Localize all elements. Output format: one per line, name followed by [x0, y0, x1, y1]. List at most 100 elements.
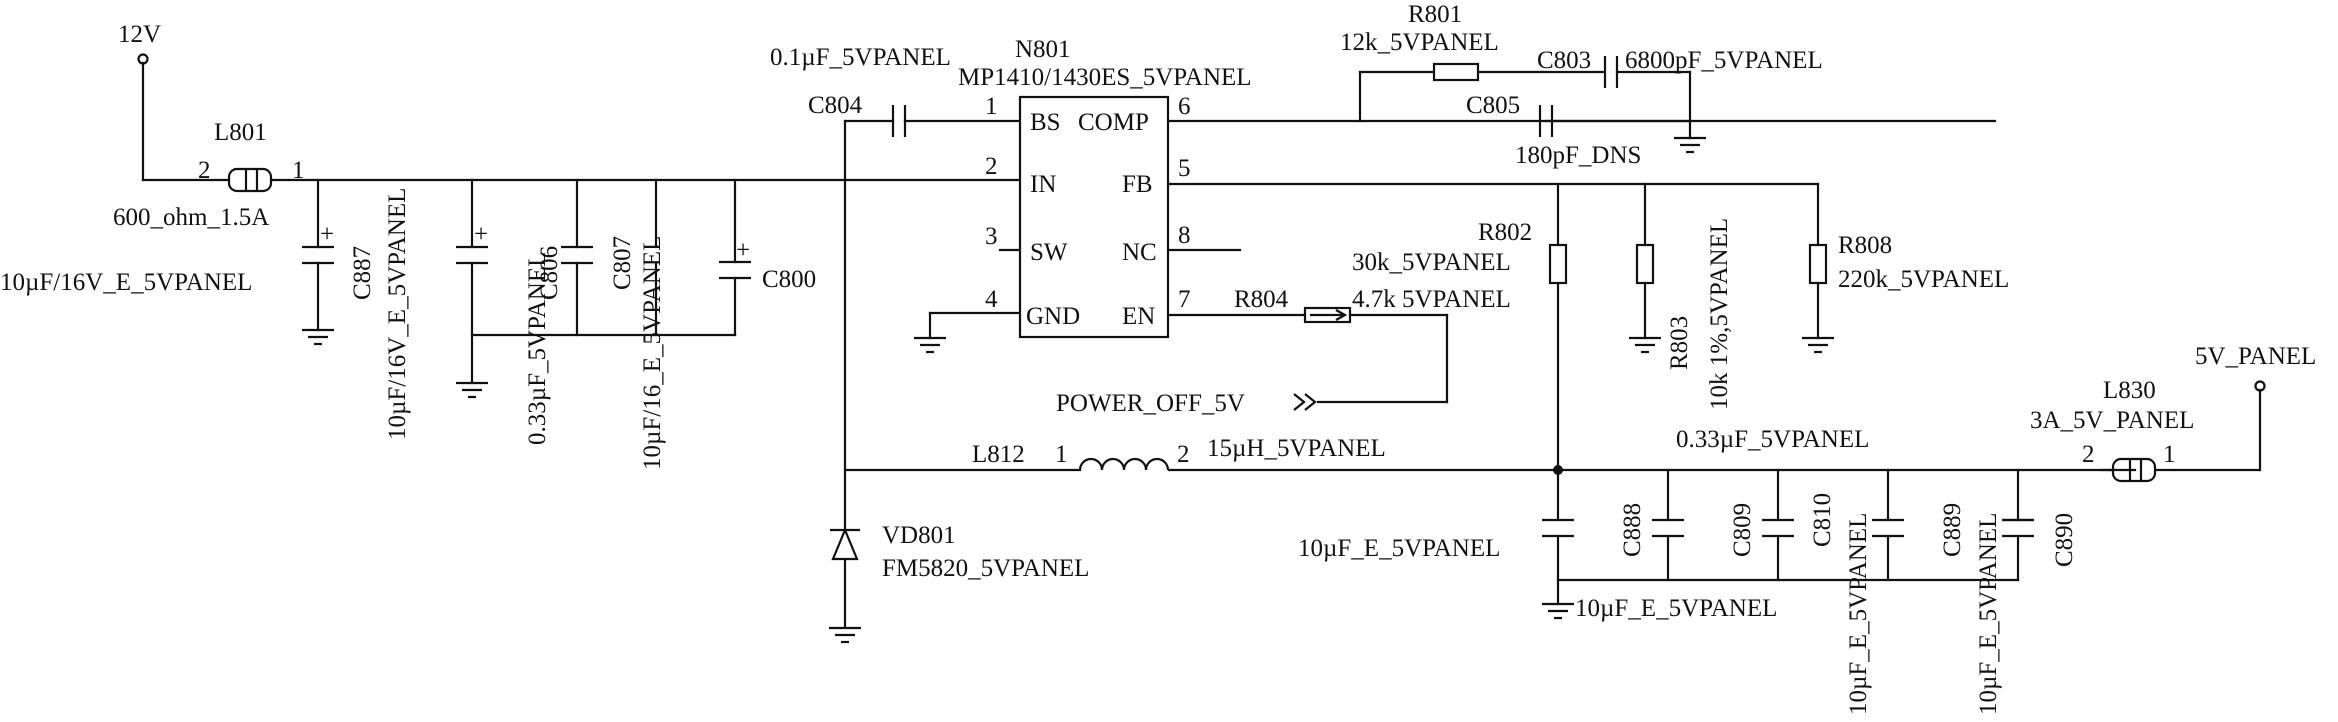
- pin-number-5: 5: [1178, 155, 1191, 182]
- resistor-r804: R804 4.7k 5VPANEL: [1234, 286, 1511, 324]
- r802-value: 30k_5VPANEL: [1352, 249, 1511, 276]
- l801-value: 600_ohm_1.5A: [113, 204, 269, 231]
- net-label-5v-panel: 5V_PANEL: [2195, 343, 2316, 370]
- l801-pin-2: 2: [198, 157, 211, 184]
- pin-number-2: 2: [985, 153, 998, 180]
- capacitor-c804: C804 0.1µF_5VPANEL: [770, 44, 951, 137]
- c888-value-rotated: 10µF_E_5VPANEL: [1845, 513, 1872, 715]
- l812-value: 15µH_5VPANEL: [1207, 435, 1386, 462]
- net-label-power-off: POWER_OFF_5V: [1056, 390, 1245, 417]
- c809-ref: C809: [1729, 503, 1756, 557]
- r801-ref: R801: [1408, 1, 1462, 28]
- pin-name-sw: SW: [1030, 239, 1068, 266]
- capacitor-c800: + C800: [719, 237, 816, 293]
- ground-icon: [302, 328, 334, 346]
- net-label-12v: 12V: [118, 21, 161, 48]
- capacitor-c890: C890: [2002, 513, 2078, 567]
- capacitor-c809: C809 10µF_E_5VPANEL: [1575, 503, 1794, 622]
- capacitor-c887: + 10µF/16V_E_5VPANEL C887 10µF/16V_E_5VP…: [0, 188, 411, 440]
- ic-ref: N801: [1015, 36, 1071, 63]
- c888-value-left: 10µF_E_5VPANEL: [1298, 535, 1500, 562]
- junction-dots: [1553, 465, 1563, 475]
- c803-ref: C803: [1537, 47, 1591, 74]
- c888-ref: C888: [1619, 503, 1646, 557]
- c887-value-left: 10µF/16V_E_5VPANEL: [0, 269, 252, 296]
- r808-ref: R808: [1838, 232, 1892, 259]
- c804-value: 0.1µF_5VPANEL: [770, 44, 951, 71]
- l812-pin-1: 1: [1055, 441, 1068, 468]
- ground-icon: [1542, 602, 1574, 620]
- pin-name-fb: FB: [1122, 171, 1153, 198]
- vd801-value: FM5820_5VPANEL: [882, 555, 1089, 582]
- c887-value-rotated: 10µF/16V_E_5VPANEL: [384, 188, 411, 440]
- c804-ref: C804: [808, 92, 863, 119]
- svg-text:+: +: [320, 221, 334, 248]
- capacitor-c806: + C806 0.33µF_5VPANEL: [456, 221, 563, 445]
- ferrite-l801: L801 2 1 600_ohm_1.5A: [113, 119, 305, 231]
- c889-ref: C889: [1939, 503, 1966, 557]
- ground-icon: [456, 381, 488, 399]
- c807-ref: C807: [609, 236, 636, 290]
- capacitor-c889: C889 10µF_E_5VPANEL: [1939, 503, 2034, 715]
- capacitor-c807: C807 10µF/16_E_5VPANEL: [561, 236, 666, 470]
- resistor-r801: R801 12k_5VPANEL: [1340, 1, 1499, 82]
- r803-ref: R803: [1666, 316, 1693, 370]
- pin-name-nc: NC: [1122, 239, 1157, 266]
- capacitor-c810: C810 0.33µF_5VPANEL 10µF_E_5VPANEL: [1676, 426, 1904, 715]
- c887-ref: C887: [349, 246, 376, 300]
- pin-number-4: 4: [985, 286, 998, 313]
- r802-ref: R802: [1478, 219, 1532, 246]
- c890-ref: C890: [2051, 513, 2078, 567]
- r804-value: 4.7k 5VPANEL: [1352, 286, 1511, 313]
- diode-vd801: VD801 FM5820_5VPANEL: [830, 522, 1089, 628]
- ground-icon: [1802, 336, 1834, 354]
- pin-name-comp: COMP: [1078, 109, 1149, 136]
- wires: [141, 61, 2262, 606]
- ground-icon: [1629, 336, 1661, 354]
- pin-name-bs: BS: [1030, 109, 1061, 136]
- pin-name-in: IN: [1030, 171, 1056, 198]
- pin-number-6: 6: [1178, 93, 1191, 120]
- pin-number-3: 3: [985, 223, 998, 250]
- l830-ref: L830: [2103, 377, 2156, 404]
- c810-value: 0.33µF_5VPANEL: [1676, 426, 1869, 453]
- net-5v-panel: 5V_PANEL: [2195, 343, 2316, 392]
- l830-pin-1: 1: [2163, 441, 2176, 468]
- c805-ref: C805: [1466, 92, 1520, 119]
- pin-number-1: 1: [985, 93, 998, 120]
- l830-value: 3A_5V_PANEL: [2030, 407, 2194, 434]
- capacitor-c888-b: C888: [1619, 503, 1684, 557]
- ground-icon: [1674, 136, 1706, 154]
- ground-icon: [829, 626, 861, 644]
- c889-value: 10µF_E_5VPANEL: [1975, 513, 2002, 715]
- pin-name-gnd: GND: [1026, 303, 1080, 330]
- r804-ref: R804: [1234, 286, 1289, 313]
- ground-symbols: [302, 136, 1834, 644]
- svg-text:+: +: [736, 237, 750, 264]
- c810-ref: C810: [1809, 493, 1836, 547]
- r801-value: 12k_5VPANEL: [1340, 29, 1499, 56]
- c807-value: 10µF/16_E_5VPANEL: [639, 236, 666, 470]
- pin-number-7: 7: [1178, 286, 1191, 313]
- capacitor-c888: 10µF_E_5VPANEL: [1298, 518, 1574, 562]
- pin-number-8: 8: [1178, 222, 1191, 249]
- l801-ref: L801: [214, 119, 267, 146]
- r808-value: 220k_5VPANEL: [1838, 266, 2009, 293]
- vd801-ref: VD801: [882, 522, 956, 549]
- net-12v: 12V: [118, 21, 161, 65]
- r803-value: 10k 1%,5VPANEL: [1706, 218, 1733, 410]
- c805-value: 180pF_DNS: [1515, 142, 1641, 169]
- c803-value: 6800pF_5VPANEL: [1625, 47, 1823, 74]
- resistor-r802: R802 30k_5VPANEL: [1352, 219, 1568, 285]
- ic-part-number: MP1410/1430ES_5VPANEL: [958, 64, 1252, 91]
- c809-value: 10µF_E_5VPANEL: [1575, 595, 1777, 622]
- net-power-off: POWER_OFF_5V: [1056, 390, 1317, 417]
- c806-value: 0.33µF_5VPANEL: [524, 252, 551, 445]
- svg-text:+: +: [474, 221, 488, 248]
- capacitor-c805: C805 180pF_DNS: [1466, 92, 1641, 169]
- ic-n801: N801 MP1410/1430ES_5VPANEL 1 BS 2 IN 3 S…: [958, 36, 1252, 339]
- resistor-r808: R808 220k_5VPANEL: [1808, 232, 2009, 293]
- inductor-l812: L812 1 2 15µH_5VPANEL: [972, 435, 1386, 472]
- pin-name-en: EN: [1122, 303, 1155, 330]
- l812-ref: L812: [972, 441, 1025, 468]
